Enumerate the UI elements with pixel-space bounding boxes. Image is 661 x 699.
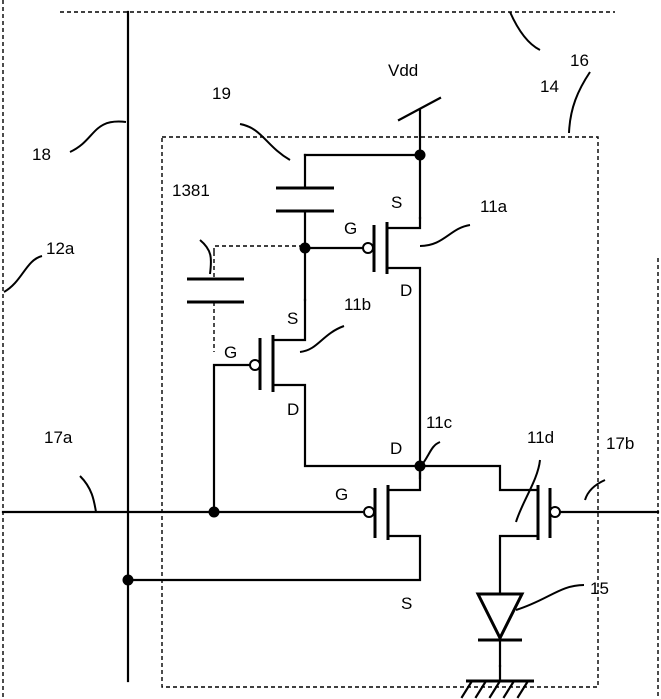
transistor-11c xyxy=(364,485,388,540)
transistor-11b xyxy=(250,335,273,392)
wires xyxy=(3,12,658,681)
label-11b-drain: D xyxy=(287,400,299,419)
label-12a: 12a xyxy=(46,239,75,258)
label-17b: 17b xyxy=(606,434,634,453)
label-19: 19 xyxy=(212,84,231,103)
label-11a-source: S xyxy=(391,193,402,212)
label-11c-drain: D xyxy=(390,439,402,458)
el-diode-15 xyxy=(478,594,522,666)
capacitor-1381-link xyxy=(214,246,305,252)
capacitor-1381 xyxy=(187,252,244,352)
capacitor-19 xyxy=(276,188,334,211)
tr11a-source xyxy=(387,218,420,228)
label-11a-gate: G xyxy=(344,219,357,238)
tr11d-drain xyxy=(420,466,538,490)
ground-symbol xyxy=(462,681,534,697)
label-11b-gate: G xyxy=(224,343,237,362)
dashed-boundaries xyxy=(3,0,658,699)
label-11a: 11a xyxy=(480,197,508,216)
label-11c: 11c xyxy=(426,413,453,432)
label-11d: 11d xyxy=(527,428,554,447)
tr11c-drain xyxy=(388,466,420,490)
label-18: 18 xyxy=(32,145,51,164)
label-11a-drain: D xyxy=(400,281,412,300)
transistor-11d xyxy=(538,485,560,540)
label-11b: 11b xyxy=(344,295,371,314)
tr11b-gate-lead xyxy=(214,365,251,512)
label-11c-gate: G xyxy=(335,485,348,504)
tr11c-source xyxy=(388,536,420,578)
label-16: 16 xyxy=(570,51,589,70)
label-14: 14 xyxy=(540,77,559,96)
label-17a: 17a xyxy=(44,428,73,447)
label-15: 15 xyxy=(590,579,609,598)
label-11b-source: S xyxy=(287,309,298,328)
transistor-11a xyxy=(363,222,387,274)
tr11d-source xyxy=(500,536,538,592)
label-1381: 1381 xyxy=(172,181,210,200)
label-11c-source: S xyxy=(401,594,412,613)
label-vdd: Vdd xyxy=(388,61,418,80)
